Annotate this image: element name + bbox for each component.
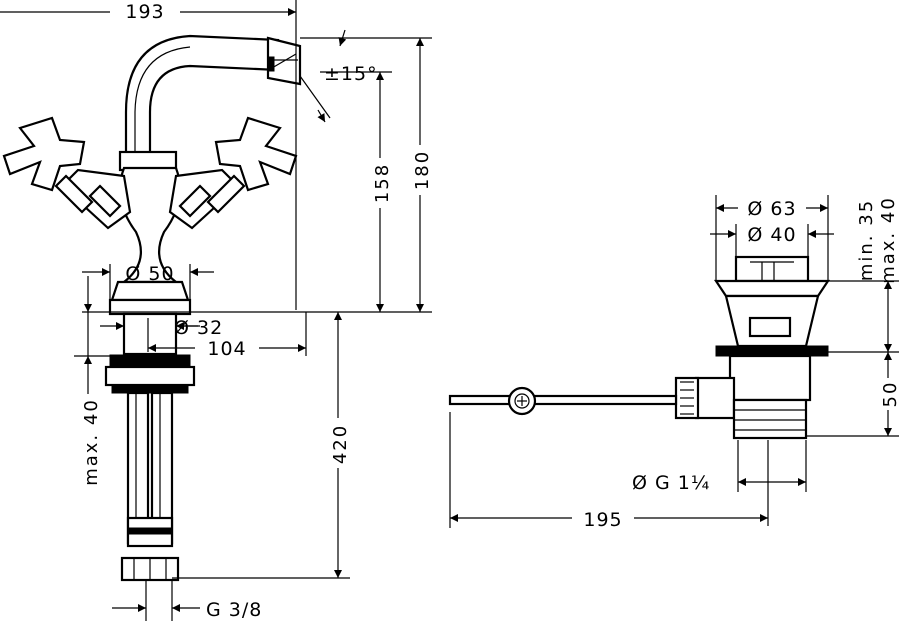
pull-rod [448, 394, 678, 406]
dim-angle: ±15° [324, 63, 378, 85]
dim-reach: 104 [207, 338, 246, 360]
spout [124, 34, 280, 160]
dim-dia-shank: Ø 32 [174, 317, 223, 339]
dim-width-total: 193 [125, 1, 164, 23]
dim-hose-length: 420 [330, 424, 351, 464]
waste-plug [734, 255, 810, 283]
mixer-dimensions: 193 180 158 ±15° Ø 50 Ø 32 10 [0, 0, 433, 621]
dim-thread-connection: G 3/8 [206, 599, 262, 621]
dim-rod-length: 195 [583, 509, 622, 531]
dim-max-thickness: max. 40 [81, 398, 102, 486]
mounting-nut [109, 354, 191, 368]
dim-waste-min: min. 35 [856, 199, 877, 281]
dim-dia-waste-inner: Ø 40 [747, 224, 796, 246]
waste-dimensions: Ø 63 Ø 40 min. 35 max. 40 50 Ø G 1¼ 195 [449, 195, 899, 531]
dim-height-outlet: 158 [372, 163, 393, 203]
dim-waste-max: max. 40 [878, 196, 899, 284]
waste-nut [715, 345, 829, 357]
dim-height-total: 180 [412, 150, 433, 190]
waste-thread [732, 398, 808, 440]
waste-drawing [448, 255, 831, 440]
dim-waste-thread: Ø G 1¼ [632, 472, 710, 494]
dim-waste-height: 50 [880, 381, 899, 408]
mixer-drawing [2, 34, 302, 582]
dim-dia-base: Ø 50 [125, 263, 174, 285]
left-handle [2, 116, 86, 192]
dim-dia-waste-outer: Ø 63 [747, 198, 796, 220]
